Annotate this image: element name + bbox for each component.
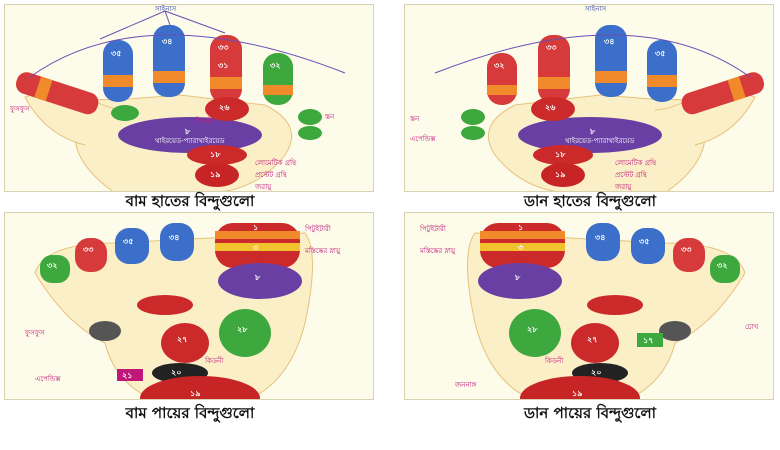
point-26-right: ২৬	[545, 103, 556, 112]
point-19: ১৯	[210, 170, 221, 179]
uterus-label-right: জরায়ু	[615, 183, 632, 191]
right-foot-toe-4	[673, 238, 705, 272]
lf-point-20: ২০	[171, 368, 182, 377]
lf-point-3: ৩	[253, 243, 259, 252]
lungs-label: ফুসফুস	[10, 105, 30, 113]
left-hand-thyroid-point	[118, 117, 262, 153]
point-8: ৮	[185, 127, 191, 136]
lf-pituitary-label: পিটুইটারী	[305, 225, 331, 233]
appendix-label-right: এপেন্ডিক্স	[410, 135, 436, 143]
lf-point-35: ৩৫	[123, 237, 134, 246]
left-foot-diagram	[34, 223, 313, 399]
right-hand-caption: ডান হাতের বিন্দুগুলো	[523, 192, 657, 210]
left-hand-caption: বাম হাতের বিন্দুগুলো	[125, 192, 255, 210]
point-32-right: ৩২	[494, 61, 505, 70]
point-35: ৩৫	[111, 49, 122, 58]
rf-point-17: ১৭	[643, 336, 654, 345]
right-hand-thyroid-point	[518, 117, 662, 153]
rf-point-3: ৩	[518, 243, 524, 252]
lf-point-27: ২৭	[177, 335, 188, 344]
prostate-label: প্রস্টেট গ্রন্থি	[255, 171, 287, 179]
rf-point-32: ৩২	[717, 261, 728, 270]
lymph-label-right: লোমেটিক গ্রন্থি	[615, 159, 657, 167]
point-26: ২৬	[219, 103, 230, 112]
point-34: ৩৪	[162, 37, 173, 46]
rf-point-27: ২৭	[587, 335, 598, 344]
lf-point-19: ১৯	[190, 389, 201, 398]
uterus-label: জরায়ু	[255, 183, 272, 191]
rf-point-33: ৩৩	[681, 245, 692, 254]
lf-brain-label: মস্তিষ্কের স্নায়ু	[305, 247, 341, 255]
point-33: ৩৩	[218, 43, 229, 52]
left-hand-thumb	[15, 72, 99, 115]
lymph-label: লোমেটিক গ্রন্থি	[255, 159, 297, 167]
rf-kidney-label: কিডনী	[545, 357, 564, 365]
left-foot-heel	[140, 376, 260, 399]
lf-point-32: ৩২	[47, 261, 58, 270]
left-foot-toe-5	[40, 255, 70, 283]
lf-point-21: ২১	[122, 371, 133, 380]
thyroid-label: থাইরয়েড-প্যারাথাইরয়েড	[155, 137, 225, 145]
lf-point-33: ৩৩	[83, 245, 94, 254]
thyroid-label-right: থাইরয়েড-প্যারাথাইরয়েড	[565, 137, 635, 145]
right-foot-diagram	[467, 223, 746, 399]
rf-point-8: ৮	[515, 273, 521, 282]
point-34-right: ৩৪	[604, 37, 615, 46]
breast-label-right: স্তন	[410, 115, 420, 123]
point-18-right: ১৮	[555, 150, 566, 159]
point-19-right: ১৯	[555, 170, 566, 179]
rf-gonads-label: জননাঙ্গ	[455, 381, 477, 389]
right-foot-toe-5	[710, 255, 740, 283]
left-foot-panel: ৩৪ ৩৫ ৩৩ ৩২ ১ ৩ ৮ ২৮ ২৭ ২০ ২১ ১৯ পিটুইটা…	[4, 212, 374, 400]
right-foot-toe-2	[586, 223, 620, 261]
lf-kidney-label: কিডনী	[205, 357, 224, 365]
rf-point-19: ১৯	[572, 389, 583, 398]
kidney-label: কিডনী	[195, 117, 214, 125]
left-foot-thyroid-point	[218, 263, 302, 299]
rf-point-28: ২৮	[527, 325, 538, 334]
rf-pituitary-label: পিটুইটারী	[420, 225, 446, 233]
rf-point-34: ৩৪	[595, 233, 606, 242]
left-hand-finger-2	[153, 25, 185, 97]
rf-point-35: ৩৫	[639, 237, 650, 246]
point-32: ৩২	[270, 61, 281, 70]
point-33-right: ৩৩	[546, 43, 557, 52]
left-foot-toe-2	[160, 223, 194, 261]
right-foot-caption: ডান পায়ের বিন্দুগুলো	[524, 404, 656, 422]
right-foot-thyroid-point	[478, 263, 562, 299]
lf-appendix-label: এপেন্ডিক্স	[35, 375, 61, 383]
rf-point-20: ২০	[591, 368, 602, 377]
lf-lungs-label: ফুসফুস	[25, 329, 45, 337]
lf-point-8: ৮	[255, 273, 261, 282]
right-hand-panel: সাইনাস ৩৫ ৩৪ ৩৩ ৩২ ৮ থাইরয়েড-প্যারাথাইর…	[404, 4, 774, 192]
prostate-label-right: প্রস্টেট গ্রন্থি	[615, 171, 647, 179]
rf-eye-label: চোখ	[745, 323, 759, 331]
point-8-right: ৮	[590, 127, 596, 136]
sinus-label: সাইনাস	[155, 5, 177, 13]
left-foot-caption: বাম পায়ের বিন্দুগুলো	[125, 404, 255, 422]
right-hand-diagram	[434, 25, 765, 191]
left-foot-toe-4	[75, 238, 107, 272]
right-foot-toe-3	[631, 228, 665, 264]
right-hand-thumb	[681, 72, 765, 115]
left-foot-toe-3	[115, 228, 149, 264]
left-hand-panel: সাইনাস ৩৫ ৩৪ ৩৩ ৩২ ৩১ ৮ থাইরয়েড-প্যারাথ…	[4, 4, 374, 192]
left-hand-diagram	[15, 10, 346, 191]
lf-point-28: ২৮	[237, 325, 248, 334]
point-31: ৩১	[218, 61, 229, 70]
breast-label: স্তন	[325, 113, 335, 121]
rf-brain-label: মস্তিষ্কের স্নায়ু	[420, 247, 456, 255]
right-hand-finger-2	[595, 25, 627, 97]
right-foot-panel: ৩৪ ৩৫ ৩৩ ৩২ ১ ৩ ৮ ২৮ ২৭ ২০ ১৭ ১৯ পিটুইটা…	[404, 212, 774, 400]
rf-point-1: ১	[518, 223, 524, 232]
right-foot-heel	[520, 376, 640, 399]
lf-point-34: ৩৪	[169, 233, 180, 242]
sinus-label-right: সাইনাস	[585, 5, 607, 13]
point-18: ১৮	[210, 150, 221, 159]
point-35-right: ৩৫	[655, 49, 666, 58]
lf-point-1: ১	[253, 223, 259, 232]
